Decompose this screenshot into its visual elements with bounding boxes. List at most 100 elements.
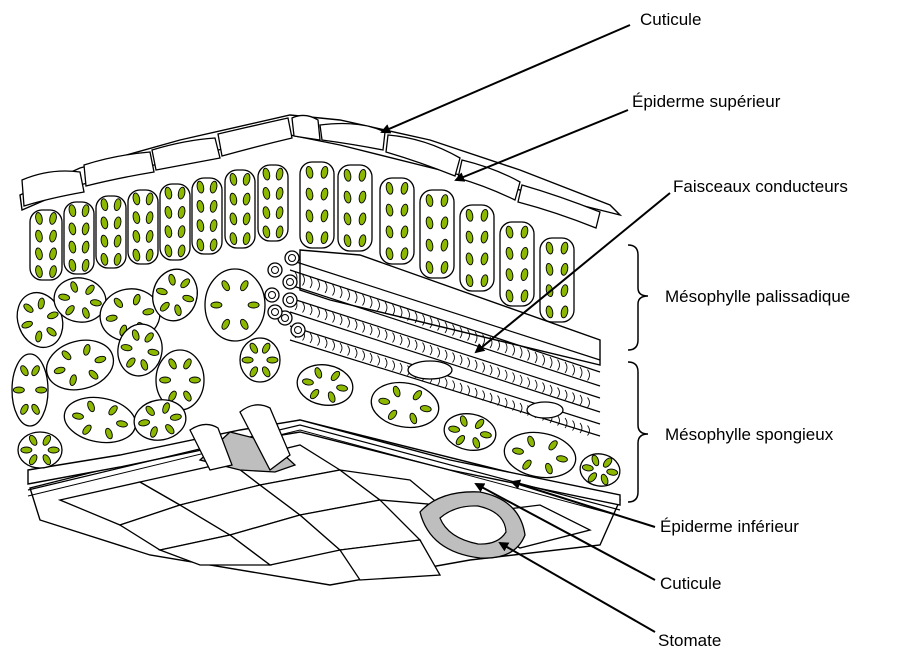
palisade-cell [225, 170, 255, 248]
xylem-vessel-mark [513, 345, 515, 356]
xylem-vessel-mark [468, 386, 470, 396]
guard-cells-section [190, 405, 295, 472]
label-epiderme-inferieur: Épiderme inférieur [660, 517, 799, 536]
xylem-vessel-mark [363, 351, 365, 361]
xylem-vessel-mark [415, 340, 417, 350]
chloroplast [189, 377, 200, 383]
palisade-cell-wall [420, 190, 454, 278]
xylem-vessel-mark [573, 365, 575, 376]
xylem-vessel-mark [550, 385, 552, 395]
xylem-vessel-mark [378, 328, 380, 338]
spongy-cell [368, 377, 443, 432]
xylem-vessel-mark [348, 346, 350, 356]
chloroplast [242, 357, 253, 363]
spongy-cell [61, 392, 140, 448]
spongy-cell [240, 338, 280, 382]
vessel-ring [283, 293, 297, 307]
xylem-vessel-mark [573, 421, 575, 431]
xylem-vessel-mark [588, 398, 590, 408]
palisade-cell-wall [64, 202, 94, 274]
palisade-cell [30, 210, 62, 280]
xylem-vessel-mark [535, 380, 537, 390]
palisade-cell-wall [30, 210, 62, 280]
palisade-cell-wall [96, 196, 126, 268]
xylem-vessel-mark [370, 353, 372, 363]
xylem-vessel-mark [573, 393, 575, 403]
xylem-vessel-mark [453, 381, 455, 391]
bracket-spongy [628, 362, 648, 502]
vascular-ring-sections [265, 251, 305, 337]
xylem-vessel-mark [400, 363, 402, 373]
xylem-vessel-mark [460, 355, 462, 365]
palisade-cell [420, 190, 454, 278]
xylem-vessel-mark [363, 323, 365, 333]
xylem-vessel-mark [468, 358, 470, 368]
palisade-cell [128, 190, 158, 264]
xylem-vessel-mark [355, 348, 357, 358]
vessel-ring [268, 305, 282, 319]
chloroplast [248, 302, 259, 308]
palisade-cell-wall [380, 178, 414, 264]
palisade-cell [192, 178, 222, 254]
palisade-cell-wall [225, 170, 255, 248]
palisade-cell [338, 165, 372, 251]
xylem-vessel-mark [325, 310, 327, 320]
xylem-vessel-mark [475, 360, 477, 370]
xylem-vessel-mark [520, 375, 522, 385]
bracket-palisade [628, 245, 648, 350]
xylem-vessel-mark [528, 378, 530, 388]
palisade-cell [258, 165, 288, 241]
palisade-cell-wall [460, 205, 494, 291]
chloroplast [211, 302, 222, 308]
xylem-vessel-mark [483, 363, 485, 373]
xylem-vessel-mark [385, 358, 387, 368]
palisade-cell [380, 178, 414, 264]
label-epiderme-superieur: Épiderme supérieur [632, 92, 781, 111]
xylem-vessel-mark [393, 361, 395, 371]
palisade-cell [96, 196, 126, 268]
xylem-vessel-mark [528, 350, 530, 361]
xylem-vessel-mark [558, 416, 560, 426]
palisade-cell [64, 202, 94, 274]
xylem-vessel-mark [550, 357, 552, 368]
spongy-cell [205, 269, 265, 341]
xylem-vessel-mark [588, 370, 590, 381]
xylem-vessel-mark [408, 338, 410, 348]
xylem-vessel-mark [378, 356, 380, 366]
palisade-cell-wall [128, 190, 158, 264]
palisade-cell [540, 238, 574, 322]
xylem-vessel-mark [310, 305, 312, 315]
palisade-cell [500, 222, 534, 306]
vessel-ring [265, 288, 279, 302]
spongy-cell [578, 451, 623, 489]
xylem-vessel-mark [325, 338, 327, 348]
arrow-epiderme-superieur [456, 110, 628, 180]
xylem-vessel-mark [580, 367, 582, 378]
spongy-cell [294, 360, 356, 409]
palisade-cell [160, 184, 190, 260]
xylem-vessel-mark [535, 352, 537, 363]
spongy-cell-wall [61, 392, 140, 448]
xylem-vessel-mark [430, 345, 432, 355]
spongy-cell [12, 354, 48, 426]
spongy-cell [441, 410, 498, 454]
arrow-stomate [500, 543, 655, 632]
xylem-vessel-mark [370, 325, 372, 335]
xylem-vessel-mark [580, 395, 582, 405]
xylem-vessel-mark [400, 335, 402, 345]
xylem-vessel-mark [385, 330, 387, 340]
vessel-ring [283, 275, 297, 289]
spongy-cell-wall [441, 410, 498, 454]
spongy-cell-wall [294, 360, 356, 409]
palisade-cell-wall [160, 184, 190, 260]
xylem-vessel-mark [355, 320, 357, 330]
palisade-cell-wall [540, 238, 574, 322]
vessel-ring [285, 251, 299, 265]
label-faisceaux-conducteurs: Faisceaux conducteurs [673, 177, 848, 196]
spongy-cell-wall [368, 377, 443, 432]
label-mesophylle-palissadique: Mésophylle palissadique [665, 287, 850, 306]
xylem-vessel-mark [543, 383, 545, 393]
palisade-cell-wall [338, 165, 372, 251]
palisade-cell-wall [300, 162, 334, 248]
